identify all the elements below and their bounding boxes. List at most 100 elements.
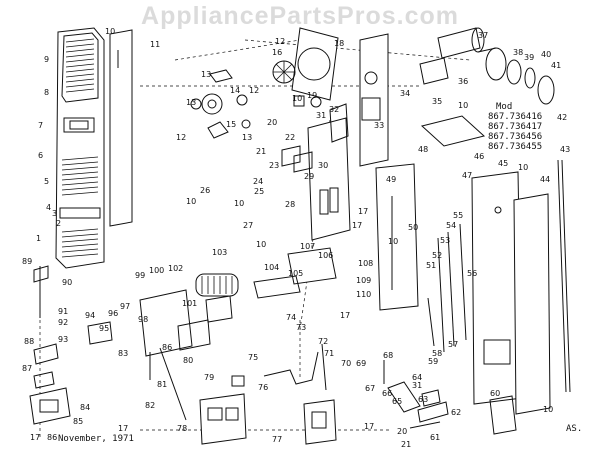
part-callout-42: 42 (557, 113, 567, 122)
part-callout-10: 10 (186, 197, 196, 206)
part-callout-88: 88 (24, 337, 34, 346)
part-callout-57: 57 (448, 340, 458, 349)
part-callout-97: 97 (120, 302, 130, 311)
part-callout-105: 105 (288, 269, 303, 278)
part-callout-80: 80 (183, 356, 193, 365)
part-callout-38: 38 (513, 48, 523, 57)
part-callout-44: 44 (540, 175, 550, 184)
part-callout-21: 21 (256, 147, 266, 156)
part-callout-73: 73 (296, 323, 306, 332)
part-callout-66: 66 (382, 389, 392, 398)
model-number: 867.736416 (488, 112, 543, 122)
part-callout-28: 28 (285, 200, 295, 209)
part-callout-16: 16 (272, 48, 282, 57)
part-callout-46: 46 (474, 152, 484, 161)
part-callout-32: 32 (329, 105, 339, 114)
part-callout-18: 18 (334, 39, 344, 48)
part-callout-86: 86 (162, 343, 172, 352)
part-callout-19: 19 (307, 91, 317, 100)
part-callout-12: 12 (275, 37, 285, 46)
part-callout-104: 104 (264, 263, 279, 272)
model-number: 867.736455 (488, 142, 543, 152)
part-callout-10: 10 (234, 199, 244, 208)
part-callout-54: 54 (446, 221, 456, 230)
part-callout-12: 12 (176, 133, 186, 142)
part-callout-90: 90 (62, 278, 72, 287)
part-callout-7: 7 (38, 121, 43, 130)
part-callout-108: 108 (358, 259, 373, 268)
part-callout-4: 4 (46, 203, 51, 212)
page-code: AS. (566, 424, 583, 434)
part-callout-17: 17 (358, 207, 368, 216)
part-callout-96: 96 (108, 309, 118, 318)
part-callout-107: 107 (300, 242, 315, 251)
part-callout-99: 99 (135, 271, 145, 280)
heat-exchanger (281, 33, 389, 241)
part-callout-82: 82 (145, 401, 155, 410)
part-callout-93: 93 (58, 335, 68, 344)
part-callout-84: 84 (80, 403, 90, 412)
part-callout-47: 47 (462, 171, 472, 180)
part-callout-58: 58 (432, 349, 442, 358)
part-callout-35: 35 (432, 97, 442, 106)
part-callout-6: 6 (38, 151, 43, 160)
watermark: AppliancePartsPros.com (141, 2, 459, 30)
part-callout-27: 27 (243, 221, 253, 230)
part-callout-8: 8 (44, 88, 49, 97)
part-callout-10: 10 (543, 405, 553, 414)
part-callout-59: 59 (428, 357, 438, 366)
part-callout-109: 109 (356, 276, 371, 285)
part-callout-81: 81 (157, 380, 167, 389)
part-callout-52: 52 (432, 251, 442, 260)
cabinet-assembly (375, 159, 571, 435)
part-callout-13: 13 (201, 70, 211, 79)
part-callout-3: 3 (52, 209, 57, 218)
model-number: 867.736417 (488, 122, 543, 132)
blower-motor-assembly (190, 27, 339, 139)
part-callout-56: 56 (467, 269, 477, 278)
part-callout-91: 91 (58, 307, 68, 316)
part-callout-29: 29 (304, 172, 314, 181)
part-callout-103: 103 (212, 248, 227, 257)
part-callout-37: 37 (478, 31, 488, 40)
part-callout-64: 64 (412, 373, 422, 382)
part-callout-76: 76 (258, 383, 268, 392)
part-callout-10: 10 (256, 240, 266, 249)
part-callout-33: 33 (374, 121, 384, 130)
gas-valve-assembly (199, 343, 337, 445)
part-callout-48: 48 (418, 145, 428, 154)
part-callout-9: 9 (44, 55, 49, 64)
part-callout-89: 89 (22, 257, 32, 266)
part-callout-15: 15 (226, 120, 236, 129)
part-callout-61: 61 (430, 433, 440, 442)
part-callout-14: 14 (230, 86, 240, 95)
part-callout-31: 31 (412, 381, 422, 390)
footer-date: November, 1971 (58, 434, 134, 444)
door-hardware (383, 360, 449, 429)
burner-assembly (139, 247, 337, 357)
part-callout-24: 24 (253, 177, 263, 186)
part-callout-2: 2 (56, 219, 61, 228)
part-callout-71: 71 (324, 349, 334, 358)
part-callout-45: 45 (498, 159, 508, 168)
part-callout-63: 63 (418, 395, 428, 404)
part-callout-22: 22 (285, 133, 295, 142)
model-heading: Mod (496, 102, 513, 112)
part-callout-39: 39 (524, 53, 534, 62)
part-callout-74: 74 (286, 313, 296, 322)
part-callout-79: 79 (204, 373, 214, 382)
part-callout-55: 55 (453, 211, 463, 220)
part-callout-85: 85 (73, 417, 83, 426)
part-callout-36: 36 (458, 77, 468, 86)
part-callout-10: 10 (105, 27, 115, 36)
part-callout-60: 60 (490, 389, 500, 398)
part-callout-51: 51 (426, 261, 436, 270)
part-callout-30: 30 (318, 161, 328, 170)
part-callout-13: 13 (186, 98, 196, 107)
front-panel-assembly (55, 27, 133, 269)
part-callout-77: 77 (272, 435, 282, 444)
part-callout-67: 67 (365, 384, 375, 393)
part-callout-78: 78 (177, 424, 187, 433)
part-callout-1: 1 (36, 234, 41, 243)
